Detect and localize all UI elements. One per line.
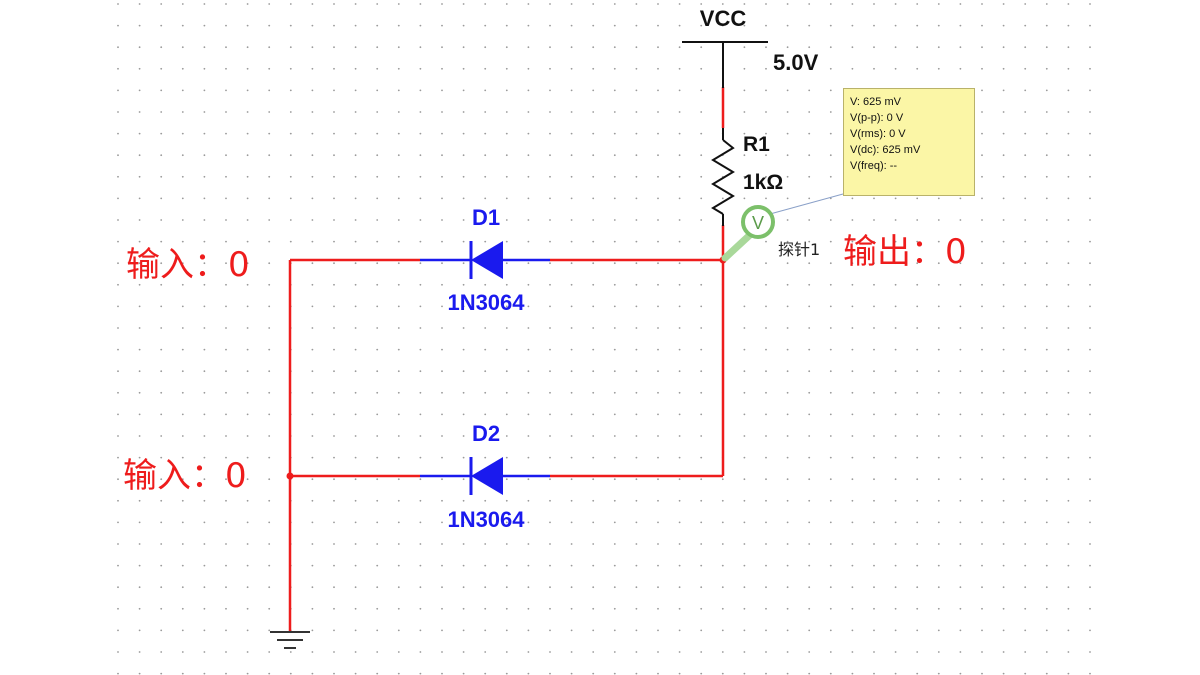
- probe-tooltip-line: V(dc): 625 mV: [850, 144, 921, 156]
- resistor-r1-name: R1: [743, 133, 770, 156]
- probe-leader-line: [769, 193, 844, 215]
- probe-tooltip-line: V(p-p): 0 V: [850, 112, 904, 124]
- resistor-r1-value: 1kΩ: [743, 171, 783, 194]
- diode-d2[interactable]: D2 1N3064: [420, 421, 550, 532]
- probe-tooltip-line: V(freq): --: [850, 160, 898, 172]
- probe-name: 探针1: [778, 240, 820, 259]
- ground-symbol[interactable]: [270, 631, 310, 649]
- label-output: 输出：0: [843, 232, 967, 272]
- diode-d1-name: D1: [472, 205, 500, 230]
- voltage-probe[interactable]: V 探针1: [721, 193, 844, 262]
- label-input-bottom: 输入：0: [123, 456, 247, 496]
- diode-d1[interactable]: D1 1N3064: [420, 205, 550, 315]
- diode-d1-model: 1N3064: [447, 290, 525, 315]
- wires: [288, 87, 725, 632]
- probe-tooltip-line: V(rms): 0 V: [850, 128, 906, 140]
- probe-tooltip: V: 625 mV V(p-p): 0 V V(rms): 0 V V(dc):…: [843, 88, 975, 196]
- vcc-voltage-label: 5.0V: [773, 50, 819, 75]
- diode-d2-model: 1N3064: [447, 507, 525, 532]
- probe-tooltip-line: V: 625 mV: [850, 96, 901, 108]
- label-input-top: 输入：0: [126, 245, 250, 285]
- diode-d2-name: D2: [472, 421, 500, 446]
- resistor-r1[interactable]: R1 1kΩ: [711, 128, 783, 226]
- probe-symbol: V: [752, 213, 764, 233]
- vcc-symbol[interactable]: VCC 5.0V: [682, 6, 819, 88]
- junction-input-node: [286, 472, 294, 480]
- vcc-label: VCC: [700, 6, 747, 31]
